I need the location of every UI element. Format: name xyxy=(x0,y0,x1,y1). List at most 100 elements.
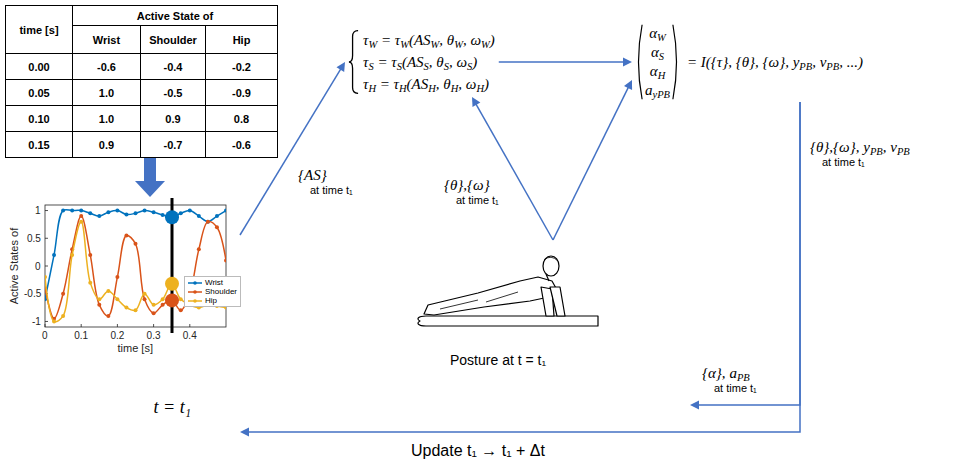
matrix-equation: αW αS αH ayPB = I({τ}, {θ}, {ω}, yPB, vPB… xyxy=(632,22,865,102)
text-run: , xyxy=(436,76,444,92)
sample-dot xyxy=(206,220,210,224)
text-run: {AS} xyxy=(298,167,327,183)
text-run: , ...) xyxy=(839,54,863,70)
label-sub: at time t₁ xyxy=(298,184,353,197)
text-run: = xyxy=(374,54,392,70)
sample-dot xyxy=(215,225,219,229)
text-run: at time t₁ xyxy=(456,194,499,206)
label-main: {α}, aPB xyxy=(702,365,750,381)
axis-ticks xyxy=(45,211,190,327)
text-run: , xyxy=(812,54,820,70)
subscript: W xyxy=(481,39,490,50)
text-run: , xyxy=(449,54,457,70)
text-run: ω xyxy=(456,54,467,70)
subscript: PB xyxy=(897,146,910,157)
sample-dot xyxy=(152,303,156,307)
arrowhead xyxy=(336,62,345,72)
sample-dot xyxy=(197,247,201,251)
text-run: , xyxy=(429,54,437,70)
sample-dot xyxy=(97,214,101,218)
table-cell: -0.2 xyxy=(206,54,278,80)
equation: = I({τ}, {θ}, {ω}, yPB, vPB, ...) xyxy=(687,54,863,71)
label-sub: at time t₁ xyxy=(702,382,757,395)
table-column xyxy=(141,6,206,158)
subscript: W xyxy=(454,39,463,50)
table-cell: 0.10 xyxy=(6,106,73,132)
text-run: ω xyxy=(466,76,477,92)
table-cell: -0.6 xyxy=(73,54,141,80)
text-run: τ xyxy=(395,32,400,48)
tick-mark xyxy=(153,324,154,327)
parenthesis xyxy=(672,24,681,100)
sample-dot xyxy=(88,281,92,285)
text-run: ) xyxy=(490,32,495,48)
edge-label: {θ},{ω}, yPB, vPB at time t₁ xyxy=(808,138,912,169)
tick-label: 0.3 xyxy=(147,330,161,341)
table-cell: -0.6 xyxy=(206,132,278,158)
sample-dot xyxy=(224,209,226,213)
text-run: at time t₁ xyxy=(714,382,757,394)
table-cell: 0.9 xyxy=(73,132,141,158)
table-row: 0.150.9-0.7-0.6 xyxy=(6,132,278,158)
text-run: v xyxy=(890,139,897,155)
arrowhead xyxy=(135,181,165,197)
sample-dot xyxy=(45,275,47,279)
table-cell: Active State of xyxy=(73,6,278,26)
tick-mark xyxy=(45,266,48,267)
equation: τS = τS(ASS, θS, ωS) xyxy=(363,51,495,73)
body xyxy=(424,277,557,315)
flow-arrow xyxy=(499,58,632,67)
edge-label: {α}, aPB at time t₁ xyxy=(700,364,759,395)
time-marker-label: t = t₁ xyxy=(154,397,191,418)
sample-dot xyxy=(124,212,128,216)
sample-dot xyxy=(179,211,183,215)
text-run: y xyxy=(863,139,870,155)
text-run: θ xyxy=(436,54,443,70)
legend-dot xyxy=(193,299,197,303)
table-cell: Shoulder xyxy=(141,26,206,54)
text-run: , xyxy=(458,76,466,92)
axis-title: time [s] xyxy=(118,342,153,354)
text-run: = xyxy=(377,32,395,48)
tick-mark xyxy=(45,210,48,211)
label-sub: at time t₁ xyxy=(810,156,910,169)
subscript: PB xyxy=(870,146,883,157)
table-cell: 0.05 xyxy=(6,80,73,106)
legend-item: Hip xyxy=(188,296,237,305)
sample-dot xyxy=(79,214,83,218)
text-run: {θ},{ω} xyxy=(444,177,490,193)
text-run: ( xyxy=(409,32,414,48)
table-cell: 0.00 xyxy=(6,54,73,80)
table-cell: 0.15 xyxy=(6,132,73,158)
subscript: H xyxy=(368,83,376,94)
text-run: y xyxy=(793,54,800,70)
tick-label: 0.2 xyxy=(110,330,124,341)
subscript: S xyxy=(397,61,402,72)
subscript: W xyxy=(400,39,409,50)
flow-arrow xyxy=(240,102,800,437)
text-run: τ xyxy=(363,54,368,70)
sample-dot xyxy=(161,297,165,301)
sample-dot xyxy=(52,319,56,323)
line-chart-art xyxy=(43,198,228,333)
subscript: S xyxy=(444,61,449,72)
text-run: AS xyxy=(414,32,431,48)
table-cell: time [s] xyxy=(6,6,73,54)
subscript: S xyxy=(659,51,664,62)
head xyxy=(543,256,559,276)
text-run: θ xyxy=(443,76,450,92)
vector-entries: αW αS αH ayPB xyxy=(645,24,670,100)
arrowhead xyxy=(472,97,480,107)
subscript: yPB xyxy=(653,89,671,100)
text-run: v xyxy=(820,54,827,70)
text-run: θ xyxy=(447,32,454,48)
text-run: ( xyxy=(407,76,412,92)
sample-dot xyxy=(152,311,156,315)
paren-path xyxy=(639,25,643,99)
table-cell: 1.0 xyxy=(73,80,141,106)
body-line xyxy=(440,292,518,309)
text-run: 0.5 xyxy=(27,233,41,244)
